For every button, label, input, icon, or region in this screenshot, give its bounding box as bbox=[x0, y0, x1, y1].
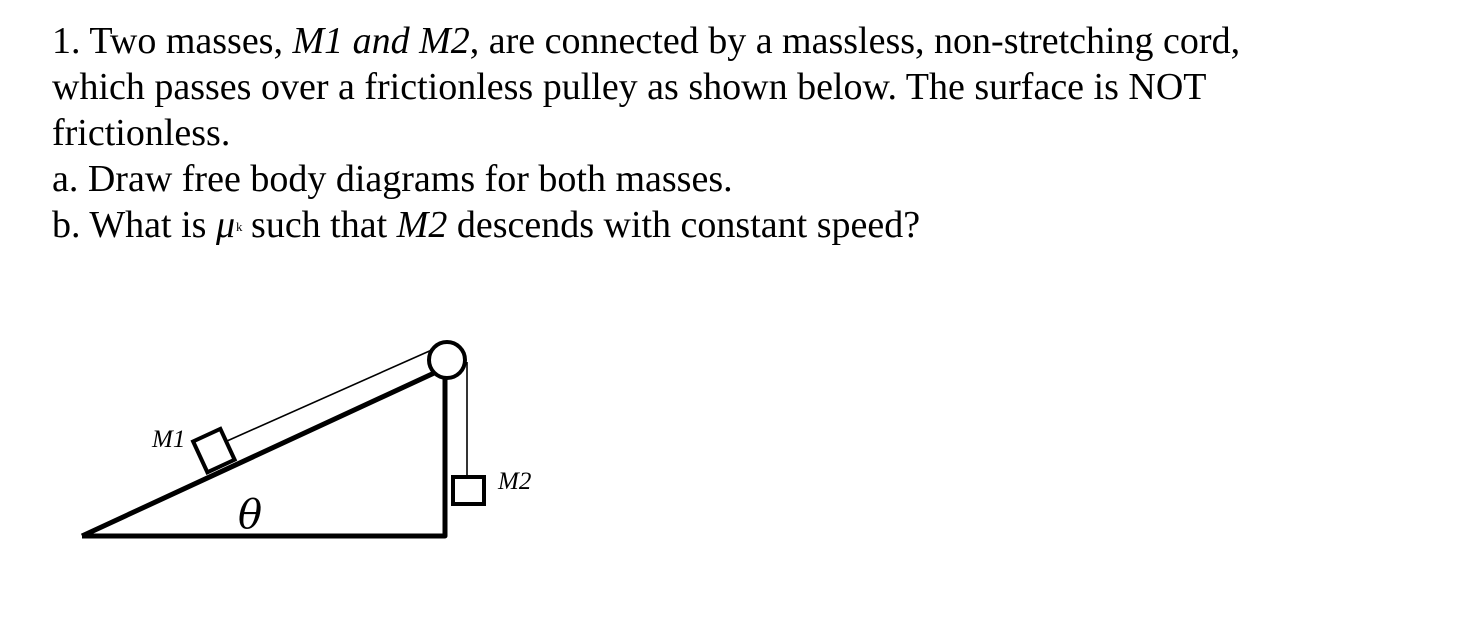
part-b-suffix: descends with constant speed? bbox=[447, 204, 921, 246]
block-m2 bbox=[451, 475, 486, 506]
pulley bbox=[427, 340, 467, 380]
incline-triangle bbox=[80, 365, 448, 539]
line1-prefix: 1. Two masses, bbox=[52, 20, 293, 62]
angle-theta-label: θ bbox=[238, 492, 262, 538]
mu-subscript: k bbox=[236, 219, 242, 234]
mass-m2-italic: M2 bbox=[396, 204, 448, 246]
problem-line-1: 1. Two masses, M1 and M2, are connected … bbox=[52, 18, 1452, 64]
part-b-middle: such that bbox=[241, 204, 397, 246]
part-b-question: b. What is μk such that M2 descends with… bbox=[52, 202, 1452, 256]
mu-symbol: μ bbox=[215, 204, 236, 246]
line1-suffix: , are connected by a massless, non-stret… bbox=[469, 20, 1241, 62]
problem-line-3: frictionless. bbox=[52, 112, 231, 154]
problem-statement: 1. Two masses, M1 and M2, are connected … bbox=[52, 18, 1452, 256]
part-a-question: a. Draw free body diagrams for both mass… bbox=[52, 158, 733, 200]
m1-label: M1 bbox=[151, 426, 185, 453]
cord-incline bbox=[226, 348, 435, 442]
block-m1 bbox=[190, 426, 238, 475]
m2-label: M2 bbox=[497, 468, 531, 495]
part-b-prefix: b. What is bbox=[52, 204, 216, 246]
masses-italic: M1 and M2 bbox=[292, 20, 470, 62]
problem-line-2: which passes over a frictionless pulley … bbox=[52, 66, 1207, 108]
